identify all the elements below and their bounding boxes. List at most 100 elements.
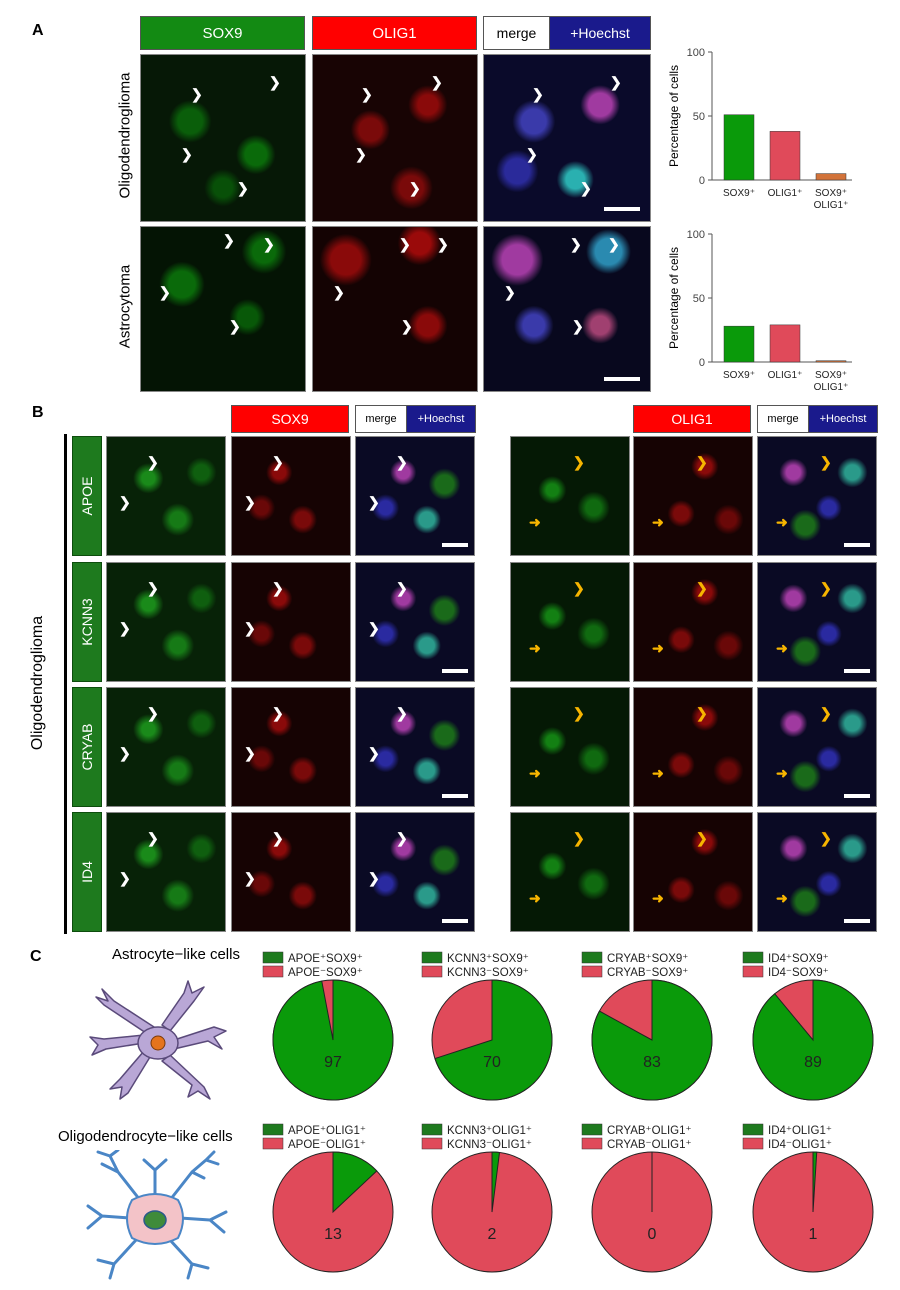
scale-bar (442, 543, 468, 547)
arrowhead-icon: ❯ (610, 74, 622, 90)
arrowhead-icon: ❯ (696, 580, 708, 596)
b-gene-tab-kcnn3: KCNN3 (72, 562, 102, 682)
legend-swatch (742, 1137, 764, 1150)
bar-chart-oligodendroglioma: Percentage of cells050100SOX9⁺OLIG1⁺SOX9… (667, 47, 852, 211)
x-tick-label: SOX9⁺ (815, 370, 847, 381)
b-image-cryab-col4: ➜❯ (633, 687, 753, 807)
arrowhead-icon: ❯ (409, 180, 421, 196)
pie-value-label: 89 (804, 1054, 822, 1071)
arrowhead-icon: ❯ (396, 705, 408, 721)
scale-bar (442, 919, 468, 923)
oligodendrocyte-icon (86, 1150, 228, 1280)
arrowhead-icon: ❯ (244, 870, 256, 886)
pie-value-label: 97 (324, 1054, 342, 1071)
pie-value-label: 1 (809, 1226, 818, 1243)
bar (815, 360, 847, 363)
bar (769, 131, 801, 181)
arrowhead-icon: ❯ (368, 494, 380, 510)
a-image-oligo-olig1: ❯ ❯ ❯ ❯ (312, 54, 478, 222)
a-row-label-astrocytoma: Astrocytoma (116, 264, 134, 349)
arrowhead-icon: ➜ (652, 514, 664, 530)
pie-slice-positive (434, 979, 553, 1101)
arrowhead-icon: ❯ (437, 236, 449, 252)
legend-swatch (742, 1123, 764, 1136)
y-tick-label: 100 (687, 47, 705, 59)
arrowhead-icon: ❯ (396, 454, 408, 470)
b-image-cryab-col1: ❯❯ (231, 687, 351, 807)
legend-swatch (742, 965, 764, 978)
arrowhead-icon: ❯ (159, 284, 171, 300)
y-tick-label: 100 (687, 229, 705, 241)
arrowhead-icon: ❯ (526, 146, 538, 162)
b-image-cryab-col5: ➜❯ (757, 687, 877, 807)
arrowhead-icon: ❯ (119, 494, 131, 510)
b-image-kcnn3-col3: ➜❯ (510, 562, 630, 682)
pie-chart: KCNN3⁺OLIG1⁺KCNN3⁻OLIG1⁺2 (421, 1123, 553, 1273)
bar (815, 173, 847, 181)
pie-chart: APOE⁺SOX9⁺APOE⁻SOX9⁺97 (262, 951, 394, 1101)
a-header-sox9: SOX9 (140, 16, 305, 50)
arrowhead-icon: ❯ (333, 284, 345, 300)
a-image-oligo-sox9: ❯ ❯ ❯ ❯ (140, 54, 306, 222)
b-image-kcnn3-col4: ➜❯ (633, 562, 753, 682)
arrowhead-icon: ❯ (147, 454, 159, 470)
pie-chart: ID4⁺SOX9⁺ID4⁻SOX9⁺89 (742, 951, 874, 1101)
b-image-id4-col0: ❯❯ (106, 812, 226, 932)
scale-bar (442, 794, 468, 798)
arrowhead-icon: ❯ (573, 830, 585, 846)
y-axis-label: Percentage of cells (667, 65, 681, 167)
legend-swatch (421, 951, 443, 964)
arrowhead-icon: ❯ (368, 870, 380, 886)
scale-bar (604, 207, 640, 211)
y-tick-label: 0 (699, 175, 705, 187)
b-image-id4-col5: ➜❯ (757, 812, 877, 932)
legend-label: ID4⁻SOX9⁺ (768, 967, 829, 979)
arrowhead-icon: ❯ (119, 745, 131, 761)
y-tick-label: 0 (699, 357, 705, 369)
b-image-kcnn3-col5: ➜❯ (757, 562, 877, 682)
pie-value-label: 2 (488, 1226, 497, 1243)
pie-chart: APOE⁺OLIG1⁺APOE⁻OLIG1⁺13 (262, 1123, 394, 1273)
arrowhead-icon: ❯ (573, 705, 585, 721)
arrowhead-icon: ➜ (529, 765, 541, 781)
legend-label: KCNN3⁺SOX9⁺ (447, 953, 529, 965)
arrowhead-icon: ➜ (529, 640, 541, 656)
arrowhead-icon: ❯ (269, 74, 281, 90)
a-row-label-oligodendroglioma: Oligodendroglioma (116, 72, 134, 199)
arrowhead-icon: ❯ (272, 454, 284, 470)
pie-value-label: 83 (643, 1054, 661, 1071)
b-image-apoe-col4: ➜❯ (633, 436, 753, 556)
b-header-sox9: SOX9 (231, 405, 349, 433)
legend-label: APOE⁺OLIG1⁺ (288, 1125, 366, 1137)
legend-swatch (262, 1123, 284, 1136)
arrowhead-icon: ❯ (396, 830, 408, 846)
x-tick-label: OLIG1⁺ (814, 382, 849, 393)
arrowhead-icon: ❯ (580, 180, 592, 196)
arrowhead-icon: ❯ (820, 830, 832, 846)
legend-swatch (581, 1123, 603, 1136)
arrowhead-icon: ❯ (237, 180, 249, 196)
b-image-id4-col4: ➜❯ (633, 812, 753, 932)
arrowhead-icon: ❯ (244, 494, 256, 510)
a-header-olig1: OLIG1 (312, 16, 477, 50)
b-image-cryab-col0: ❯❯ (106, 687, 226, 807)
arrowhead-icon: ❯ (191, 86, 203, 102)
scale-bar (844, 669, 870, 673)
b-image-id4-col1: ❯❯ (231, 812, 351, 932)
pie-chart: KCNN3⁺SOX9⁺KCNN3⁻SOX9⁺70 (421, 951, 553, 1101)
legend-swatch (421, 1123, 443, 1136)
legend-label: KCNN3⁺OLIG1⁺ (447, 1125, 532, 1137)
arrowhead-icon: ➜ (776, 640, 788, 656)
arrowhead-icon: ❯ (119, 870, 131, 886)
arrowhead-icon: ❯ (820, 454, 832, 470)
arrowhead-icon: ❯ (244, 745, 256, 761)
legend-swatch (581, 951, 603, 964)
arrowhead-icon: ❯ (355, 146, 367, 162)
x-tick-label: SOX9⁺ (723, 370, 755, 381)
arrowhead-icon: ❯ (147, 830, 159, 846)
b-image-apoe-col2: ❯❯ (355, 436, 475, 556)
b-tumor-label: Oligodendroglioma (29, 615, 46, 751)
bar (723, 114, 755, 181)
arrowhead-icon: ❯ (368, 620, 380, 636)
pie-chart: CRYAB⁺OLIG1⁺CRYAB⁻OLIG1⁺0 (581, 1123, 713, 1273)
